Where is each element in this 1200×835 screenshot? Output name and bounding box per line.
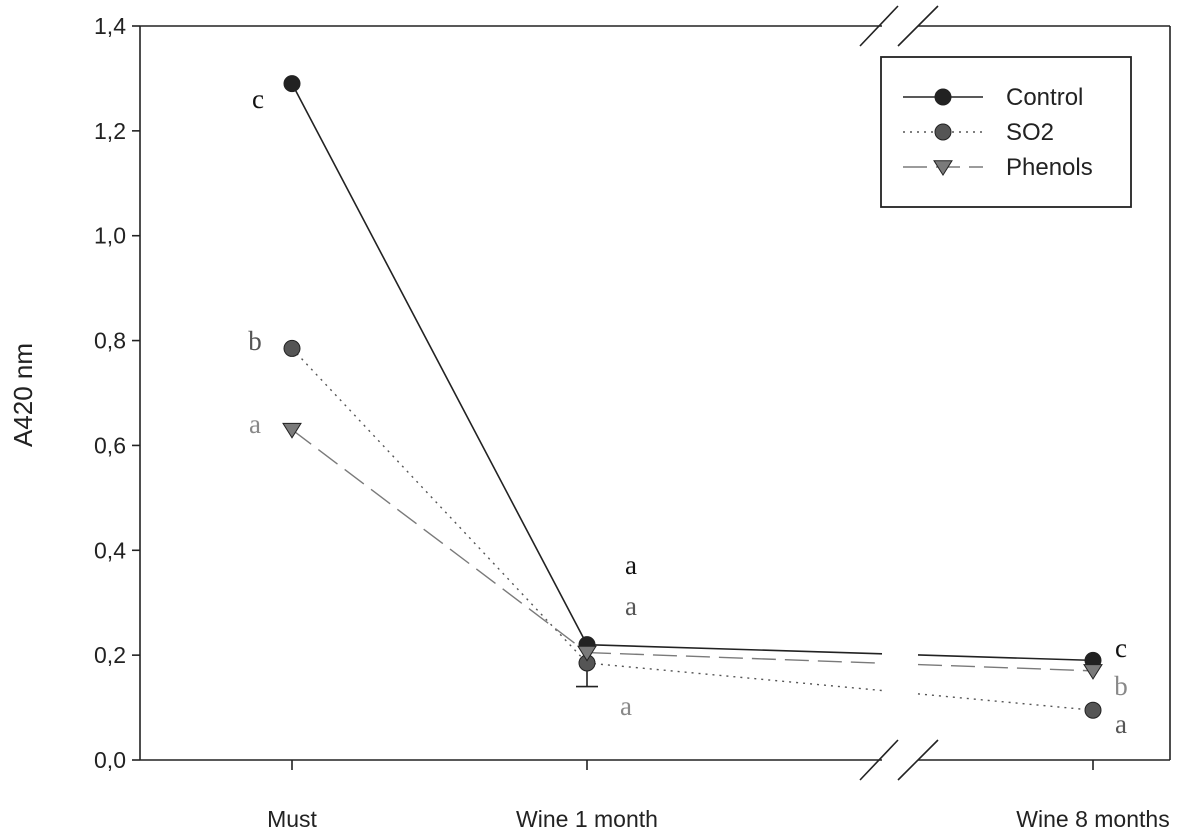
data-point [577, 645, 597, 662]
y-tick-label: 0,8 [94, 328, 126, 354]
significance-letter: a [249, 409, 261, 439]
legend-label: SO2 [1006, 119, 1054, 146]
legend-marker [933, 160, 953, 177]
series-line-segment [291, 429, 588, 654]
data-point [283, 75, 301, 93]
y-tick-label: 1,4 [94, 13, 126, 39]
axis-break-mark-bottom-1 [859, 739, 899, 781]
series-so2: baa [248, 326, 1127, 739]
data-point [282, 422, 302, 439]
series-line-segment [586, 662, 883, 692]
y-tick-label: 0,6 [94, 432, 126, 458]
legend-marker [934, 123, 952, 141]
x-tick-label: Wine 8 months [1016, 806, 1169, 832]
series-line-segment [917, 663, 1094, 672]
data-point [1083, 664, 1103, 680]
series-line-segment [917, 654, 1094, 662]
significance-letter: b [248, 326, 262, 356]
significance-letter: c [1115, 633, 1127, 663]
series-line-segment [291, 347, 588, 664]
series-line-segment [586, 651, 883, 664]
legend-label: Phenols [1006, 154, 1093, 181]
y-tick-label: 0,2 [94, 642, 126, 668]
significance-letter: a [625, 550, 637, 580]
axis-break-mark-top-2 [897, 5, 939, 47]
data-point [1084, 701, 1102, 719]
significance-letter: c [252, 84, 264, 114]
significance-letter: b [1114, 671, 1128, 701]
y-axis-title: A420 nm [8, 343, 38, 447]
series-line-segment [917, 693, 1094, 711]
y-tick-label: 0,4 [94, 537, 126, 563]
data-point [283, 339, 301, 357]
y-tick-label: 1,2 [94, 118, 126, 144]
significance-letter: a [620, 691, 632, 721]
series-phenols: aab [249, 409, 1128, 721]
legend-box [880, 56, 1132, 208]
y-tick-label: 0,0 [94, 747, 126, 773]
significance-letter: a [1115, 709, 1127, 739]
y-tick-label: 1,0 [94, 223, 126, 249]
series-line-segment [291, 83, 588, 646]
axis-break-mark-bottom-2 [897, 739, 939, 781]
axis-break-mark-top-1 [859, 5, 899, 47]
series-line-segment [586, 643, 883, 655]
legend-marker [934, 88, 952, 106]
x-tick-label: Wine 1 month [516, 806, 658, 832]
legend-label: Control [1006, 84, 1083, 111]
significance-letter: a [625, 591, 637, 621]
x-tick-label: Must [267, 806, 317, 832]
